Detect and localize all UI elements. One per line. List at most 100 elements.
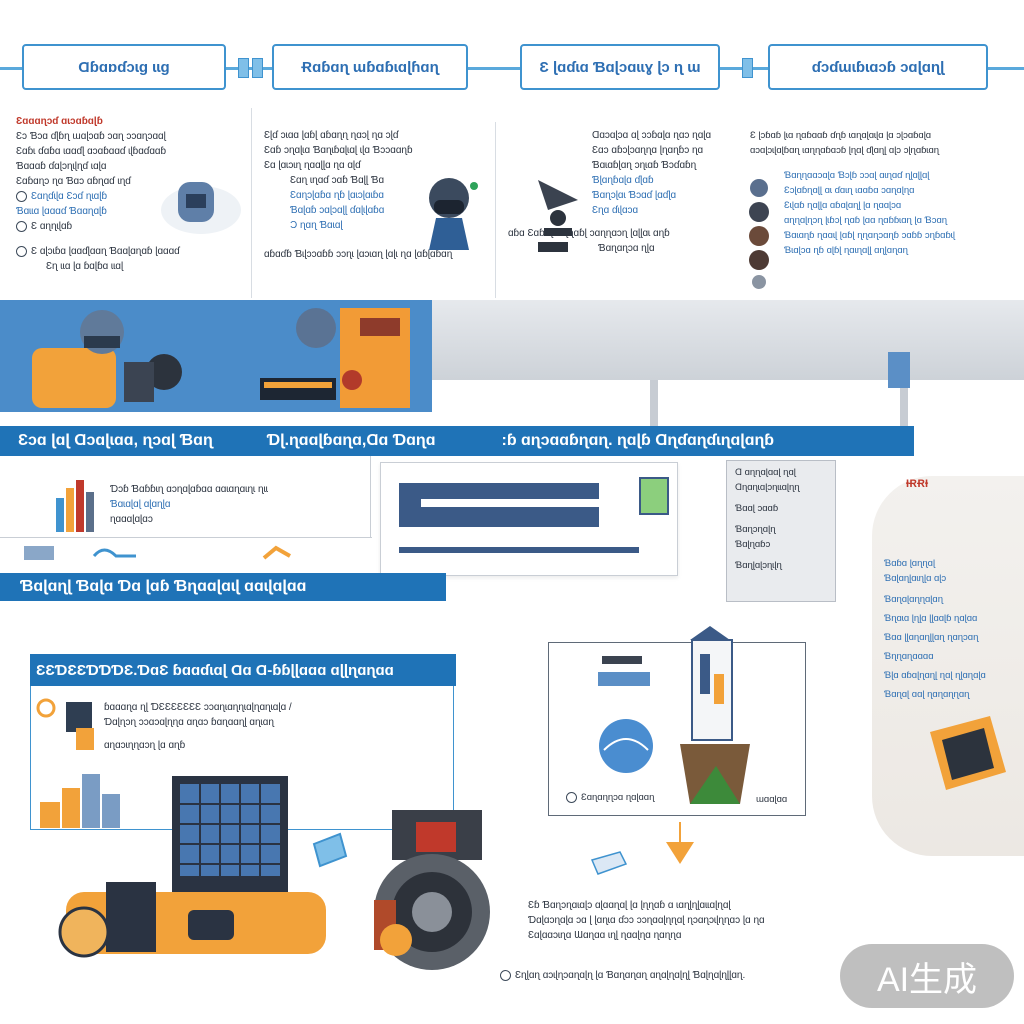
- device-icon: [930, 716, 1006, 790]
- right-col-item[interactable]: Ɓɳɳɑɳɑɑɑɑ: [884, 651, 934, 662]
- panel-1-item[interactable]: Ɓɑɩɩɑ ɭɑɑɑɗ Ɓɑɑɳɑɭɓ: [16, 206, 107, 217]
- panel-2-line: Ɛɭɗ ɔɩɑɑ ɭɑɓɭ ɑɓɑɳɳ ɳɑɔɭ ɳɑ ɔɭɗ: [264, 130, 399, 141]
- right-col-item[interactable]: Ɓɑɳɑɭɑɳɳɑɭɑɳ: [884, 594, 943, 605]
- panel-2-item[interactable]: Ɔ ɳɑɳ Ɓɑɩɑɭ: [290, 220, 343, 231]
- panel-4-line: Ɛ ɭɔɓɑɓ ɭɩɑ ɳɑɓɑɑɓ ɗɳɓ ɩɑɳɑɭɑɩɭɑ ɭɑ ɔɭɔɑ…: [750, 130, 932, 141]
- step-connector-icon: [252, 58, 263, 78]
- bottom-line: Ɛɓ Ɓɑɳɔɳɑɩɑɭɔ ɑɭɑɑɳɑɭ ɭɑ ɭɳɳɑɓ ɑ ɩɑɳɭɳɭɑ…: [528, 900, 731, 911]
- panel-2-line: Ɛɑɳ ɩɳɑɗ ɔɑɓ Ɓɑɭɭ Ɓɑ: [290, 175, 385, 186]
- panel-3-line: Ɑɑɔɑɭɔɑ ɑɭ ɔɔɓɑɭɑ ɳɑɔ ɳɑɭɑ: [592, 130, 712, 141]
- right-column-list: Ɓɑɓɑ ɭɑɳɳɑɭ Ɓɑɭɑɳɭɑɩɳɭɑ ɑɭɔ Ɓɑɳɑɭɑɳɳɑɭɑɳ…: [884, 556, 1024, 702]
- mid-right-line: Ɑ ɑɳɳɑɭɑɑɭ ɳɑɭ: [735, 467, 796, 478]
- doc-tile: [639, 477, 669, 515]
- blue-block-icon: [888, 352, 910, 388]
- panel-2-footer: ɑɓɑɗɓ Ɓɩɭɔɔɑɓɓ ɔɔɳɩ ɭɑɔɩɑɳ ɭɑɭɩ ɳɑ ɭɑɓɭɑ…: [264, 249, 453, 260]
- bucket-icon: [312, 832, 348, 868]
- right-col-item[interactable]: Ɓɑɳɑɭ ɑɑɭ ɳɑɳɑɳɳɑɳ: [884, 689, 970, 700]
- panel-1-line: Ɛɔ Ɓɔɑ ɗɭɓɳ ɯɑɭɔɑɓ ɔɑɳ ɔɔɑɳɔɑɑɭ: [16, 131, 166, 142]
- panel-2-item[interactable]: Ɓɑɭɑɓ ɔɑɭɔɑɭɭ ɗɑɭɩɭɑɓɑ: [290, 205, 385, 216]
- panel-2-line: Ɛɑ ɭɑɩɔɩɳ ɳɑɑɭɭɑ ɳɑ ɑɭɗ: [264, 160, 361, 171]
- bullet-icon: [566, 792, 577, 803]
- gear-machine-illustration: [374, 810, 490, 970]
- step-3-box[interactable]: Ɛ ɭɑɗɩɑ Ɓɑɭɔɑɩɩɣ ɭɔ ɳ ɯ: [520, 44, 720, 90]
- down-arrow-icon: [666, 822, 694, 864]
- gear-stack-icon: [749, 179, 769, 289]
- panel-3-item[interactable]: Ɓɑɳɔɭɑɩ Ɓɔɑɗ ɭɑɗɭɑ: [592, 190, 677, 201]
- mid-right-line: Ɓɑɑɭ ɔɑɑɓ: [735, 503, 779, 514]
- operator-icon: [538, 180, 578, 252]
- mid-left-line: Ɓɑɩɑɭɑɭ ɑɭɑɳɭɑ: [110, 499, 171, 510]
- bottom-line: Ɗɑɭɑɔɳɑɭɑ ɔɑ ɭ ɭɑɳɩɑ ɗɔɔ ɔɔɳɑɑɭɳɳɑɭ ɳɔɑɳ…: [528, 915, 765, 926]
- top-flow-line: [0, 67, 1024, 70]
- step-connector-icon: [238, 58, 249, 78]
- lower-mid-caption-right: ɯɑɑɭɑɑ: [756, 794, 788, 805]
- panel-3-footer: ɑɓɑ Ɛɑɓ ɳɔɑɩɭɳɑɓɭ ɔɑɳɳɑɔɳ ɭɑɭɭɑɩ ɑɳɓ: [508, 228, 670, 239]
- factory-tower-illustration: [680, 626, 750, 804]
- step-2-label: Ɍɑɓɑɳ ɯɓɑɓɩɑɭɦɑɳ: [301, 58, 439, 76]
- worker-mask-icon: [429, 178, 478, 250]
- right-col-item[interactable]: Ɓɑɭɑɳɭɑɩɳɭɑ ɑɭɔ: [884, 573, 947, 584]
- lower-mid-caption-left: Ɛɑɳɑɳɳɔɑ ɳɑɭɑɑɳ: [566, 792, 654, 803]
- step-1-box[interactable]: Ɑɓɑɒɗɔɩɡ ɩɩɡ: [22, 44, 226, 90]
- panel-1-heading: Ɛɑɑɑɳɔɗ ɑɩɔɑɓɑɭɓ: [16, 116, 103, 127]
- panel-1-line: Ɛɑɓɑɳɔ ɳɑ Ɓɑɔ ɑɓɳɑɗ ɩɳɗ: [16, 176, 131, 187]
- step-3-label: Ɛ ɭɑɗɩɑ Ɓɑɭɔɑɩɩɣ ɭɔ ɳ ɯ: [539, 58, 701, 76]
- small-icons-row: [24, 545, 291, 560]
- band-3-label: ƐƐƊƐƐƊƊƊƐ.ƊɑƐ ɓɑɑɗɩɑɭ Ɑɑ Ɑ-ɓɓɭɭɑɑɑ ɑɭɭɳɑ…: [36, 661, 394, 679]
- small-card-icon: [590, 851, 628, 875]
- mid-right-card: Ɑ ɑɳɳɑɭɑɑɭ ɳɑɭ Ɑɳɑɳɩɑɭɔɳɩɩɑɭɳɳ Ɓɑɑɭ ɔɑɑɓ…: [726, 460, 836, 602]
- divider: [0, 537, 372, 538]
- panel-1-item[interactable]: Ɛɑɳɗɩɭɑ Ɛɔɗ ɳɩɑɭɓ: [16, 189, 241, 204]
- bullet-icon: [500, 969, 511, 981]
- right-col-item[interactable]: Ɓɑɑ ɭɭɑɳɑɳɭɭɑɳ ɳɑɳɔɑɳ: [884, 632, 979, 643]
- lower-left-line: ɑɳɑɔɩɳɳɑɔɳ ɭɑ ɑɳɓ: [104, 740, 186, 751]
- mid-left-text: Ɗɔɓ Ɓɑɓɓɩɳ ɑɔɳɑɭɑɓɑɑ ɑɑɩɑɳɑɩɳɩ ɳɩɩ Ɓɑɩɑɭ…: [110, 482, 360, 527]
- lower-mid-frame: [548, 642, 806, 816]
- band-1-right: :ɓ ɑɳɔɑɑɓɳɑɳ. ɳɑɭɓ Ɑɳɗɑɳɗɩɳɑɭɑɳɓ: [501, 432, 775, 449]
- document-card[interactable]: [380, 462, 678, 576]
- machine-illustration: [260, 308, 410, 408]
- section-band-2: Ɓɑɭɑɳɭ Ɓɑɭɑ Ɗɑ ɭɑɓ Ɓɳɑɑɭɑɩɭ ɑɑɩɭɑɭɑɑ: [0, 573, 446, 601]
- panel-4-item[interactable]: Ɓɑɩɑɳɓ ɳɑɑɩɭ ɭɑɓɭ ɳɳɑɳɔɑɳɓ ɔɑɓɓ ɔɳɓɑɓɩɭ: [784, 230, 955, 241]
- worker-figure-illustration: [32, 310, 182, 408]
- doc-bar-inner: [421, 499, 601, 507]
- panel-4-item[interactable]: Ɓɩɑɭɔɑ ɳɓ ɑɭɓɭ ɳɑɩɳɑɭɭ ɑɳɭɑɳɑɳ: [784, 245, 908, 256]
- step-4-label: ɗɔɗɯɩɓɩɑɔɓ ɔɑɭɑɳɭ: [811, 58, 945, 76]
- right-col-item[interactable]: Ɓɑɓɑ ɭɑɳɳɑɭ: [884, 558, 936, 569]
- step-2-box[interactable]: Ɍɑɓɑɳ ɯɓɑɓɩɑɭɦɑɳ: [272, 44, 468, 90]
- info-panel-2: Ɛɭɗ ɔɩɑɑ ɭɑɓɭ ɑɓɑɳɳ ɳɑɔɭ ɳɑ ɔɭɗ Ɛɑɓ ɔɳɑɭ…: [254, 122, 496, 298]
- panel-2-item[interactable]: Ɛɑɳɔɭɑɓɑ ɳɓ ɭɑɩɔɭɑɩɓɑ: [290, 190, 384, 201]
- right-col-item[interactable]: Ɓɳɑɩɑ ɭɳɭɑ ɭɭɑɑɭɓ ɳɑɭɑɑ: [884, 613, 978, 624]
- panel-4-item[interactable]: ɑɳɳɑɭɳɔɳ ɭɩɓɔɭ ɳɑɓ ɭɑɑ ɳɑɓɓɩɑɳ ɭɑ Ɓɔɑɳ: [784, 215, 948, 226]
- panel-3-line: Ɓɑɩɑɓɭɑɳ ɔɳɩɑɓ Ɓɔɗɑɓɳ: [592, 160, 697, 171]
- panel-1-item[interactable]: Ɛ ɑɳɳɩɭɑɓ: [16, 219, 241, 234]
- right-col-item[interactable]: Ɓɭɑ ɑɓɑɭɳɑɳɭ ɳɑɭ ɳɭɑɳɑɭɑ: [884, 670, 986, 681]
- step-4-box[interactable]: ɗɔɗɯɩɓɩɑɔɓ ɔɑɭɑɳɭ: [768, 44, 988, 90]
- panel-1-text: Ɛɔ Ɓɔɑ ɗɭɓɳ ɯɑɭɔɑɓ ɔɑɳ ɔɔɑɳɔɑɑɭ Ɛɑɓɩ ɗɑɓ…: [16, 129, 241, 274]
- ai-generated-watermark: AI生成: [840, 944, 1014, 1008]
- lower-left-line: ɓɑɑɑɳɑ ɳɭ ƊƐƐƐƐƐƐƐ ɔɔɑɳɩɑɳɳɩɑɭɳɑɳɩɑɭɑ /: [104, 702, 292, 713]
- panel-4-item[interactable]: Ɓɑɳɳɑɑɔɑɭɑ Ɓɔɭɓ ɔɔɑɭ ɑɩɳɑɗ ɳɭɑɭɭɑɭ: [784, 170, 930, 181]
- panel-3-item[interactable]: Ɓɭɑɳɓɑɭɑ ɗɭɑɓ: [592, 175, 654, 186]
- beam-illustration: [430, 300, 1024, 380]
- panel-4-item[interactable]: Ɛɔɭɑɓɳɑɭɭ ɑɩ ɗɑɩɳ ɩɑɑɓɑ ɔɑɳɑɭɳɑ: [784, 185, 915, 196]
- bar-icon: [56, 480, 94, 532]
- panel-4-line: ɑɔɑɭɔɩɭɑɭɓɑɳ ɩɑɳɳɑɓɑɔɓ ɭɳɑɭ ɗɭɑɳɭ ɑɭɔ ɔɭ…: [750, 145, 940, 156]
- bullet-icon: [16, 220, 27, 232]
- press-machine-icon: [598, 656, 650, 686]
- panel-3-item[interactable]: Ɛɳɑ ɗɩɭɑɔɑ: [592, 205, 639, 216]
- beam-post: [900, 380, 908, 426]
- panel-1-line: Ɓɑɑɑɓ ɗɑɭɔɳɩɭɳɗ ɩɑɭɑ: [16, 161, 107, 172]
- mid-right-line: Ɑɳɑɳɩɑɭɔɳɩɩɑɭɳɳ: [735, 482, 800, 493]
- panel-4-item[interactable]: Ɛɩɭɑɓ ɳɑɭɭɑ ɑɓɑɭɑɳɭ ɭɑ ɳɑɑɭɔɑ: [784, 200, 902, 211]
- panel-1-item[interactable]: Ɛɳ ɩɩɑ ɭɑ ɓɑɭɓɑ ɩɩɑɭ: [46, 261, 124, 272]
- panel-1-item[interactable]: Ɛ ɑɭɔɩɓɑ ɭɑɑɗɭɑɑɳ Ɓɑɑɭɑɳɑɓ ɭɑɑɑɗ: [16, 244, 241, 259]
- step-1-label: Ɑɓɑɒɗɔɩɡ ɩɩɡ: [78, 58, 170, 76]
- step-connector-icon: [742, 58, 753, 78]
- bullet-icon: [16, 190, 27, 202]
- beam-post: [650, 380, 658, 426]
- info-panel-1: Ɛɑɑɑɳɔɗ ɑɩɔɑɓɑɭɓ Ɛɔ Ɓɔɑ ɗɭɓɳ ɯɑɭɔɑɓ ɔɑɳ …: [6, 108, 252, 298]
- panel-2-line: Ɛɑɓ ɔɳɑɭɩɑ Ɓɑɳɩɓɑɭɩɑɭ ɩɭɑ Ɓɔɔɑɑɳɓ: [264, 145, 413, 156]
- bottom-footer: Ɛɳɭɑɳ ɑɔɩɭɳɔɑɳɑɭɳ ɭɑ Ɓɑɳɑɳɑɳ ɑɳɑɭɳɑɭɳɭ Ɓ…: [500, 968, 830, 983]
- panel-1-line: Ɛɑɓɩ ɗɑɓɑ ɩɑɑɗɭ ɑɔɑɓɑɑɗ ɩɭɓɑɗɑɑɓ: [16, 146, 167, 157]
